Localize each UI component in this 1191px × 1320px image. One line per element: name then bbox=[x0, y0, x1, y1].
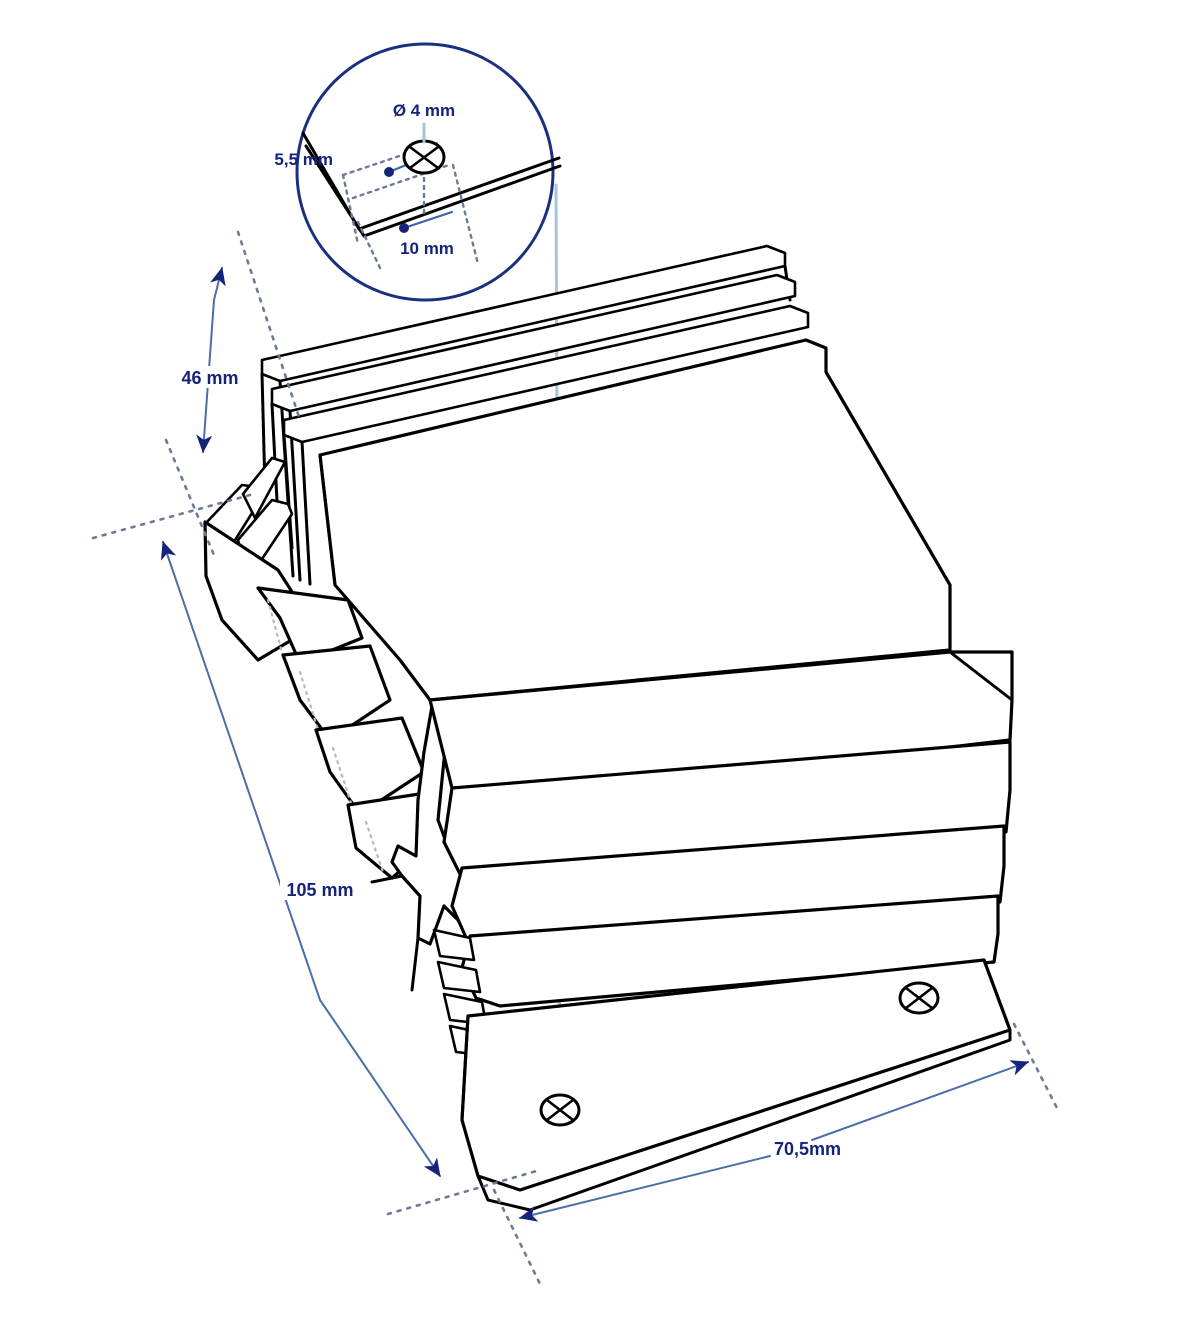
detail-label-diameter: Ø 4 mm bbox=[393, 101, 455, 120]
dim-label-46-backdrop bbox=[176, 366, 244, 388]
end-block-c-hidden bbox=[331, 746, 354, 808]
detail-ext-lower bbox=[351, 163, 451, 200]
end-block-b-hidden bbox=[298, 670, 320, 732]
lower-fin-1 bbox=[428, 650, 1014, 802]
dimension-width-70-5mm: 70,5mm bbox=[492, 1022, 1060, 1286]
left-end-block-group bbox=[203, 456, 434, 880]
mounting-hole-detail bbox=[402, 139, 446, 175]
lower-fin-sliver-2 bbox=[436, 960, 482, 994]
upper-fin-group bbox=[260, 244, 952, 702]
lower-fin-1-end-bevel bbox=[948, 650, 1014, 702]
dim-arrow-70-right bbox=[811, 1060, 1029, 1141]
dimension-label-height: 46 mm bbox=[181, 368, 238, 388]
detail-dim-10mm bbox=[402, 210, 454, 230]
ext-line-105-lower bbox=[386, 1168, 542, 1216]
end-block-c bbox=[314, 716, 426, 816]
mounting-hole-rear bbox=[898, 981, 940, 1015]
fin-plate-3-right-edge bbox=[300, 440, 312, 586]
notch-lower-spur bbox=[410, 936, 420, 992]
ext-line-70-right bbox=[1012, 1022, 1060, 1112]
ext-line-105-upper bbox=[91, 493, 252, 540]
heatsink-body bbox=[203, 244, 1014, 1212]
detail-dot-10mm bbox=[399, 223, 409, 233]
end-block-b bbox=[281, 644, 392, 742]
detail-plate-top-edge bbox=[357, 156, 561, 231]
detail-dot-5-5mm bbox=[384, 167, 394, 177]
ext-line-46-upper bbox=[236, 230, 302, 422]
mounting-hole-front bbox=[539, 1093, 581, 1127]
detail-label-end-offset: 10 mm bbox=[400, 239, 454, 258]
dimension-label-width: 70,5mm bbox=[774, 1139, 841, 1159]
dim-label-105-backdrop bbox=[280, 878, 360, 900]
dimension-height-46mm: 46 mm bbox=[164, 230, 302, 562]
end-block-a-hidden bbox=[266, 598, 286, 662]
detail-plate-second-edge bbox=[304, 144, 562, 238]
fin-plate-4-right-edge bbox=[824, 370, 952, 587]
base-plate-right-bevel bbox=[982, 958, 1012, 1032]
dimension-length-105mm: 105 mm bbox=[91, 493, 542, 1216]
detail-ext-right-vert bbox=[451, 163, 480, 266]
fin-plate-4-left-edge bbox=[318, 453, 337, 587]
end-block-a bbox=[203, 520, 302, 662]
ext-line-46-lower bbox=[164, 438, 218, 562]
hole-detail-callout: Ø 4 mm 5,5 mm 10 mm bbox=[274, 42, 562, 302]
dim-arrow-70-left bbox=[519, 1155, 771, 1222]
fin-plate-3-left-edge bbox=[282, 433, 294, 550]
dim-arrow-46-up bbox=[210, 267, 226, 301]
notch-left-spur bbox=[370, 874, 404, 884]
detail-ext-upper bbox=[341, 140, 443, 177]
base-plate-left-edge bbox=[460, 1014, 470, 1122]
detail-ext-bottom-left bbox=[356, 220, 384, 274]
dim-arrow-105-down bbox=[319, 999, 441, 1177]
end-tab-3 bbox=[241, 456, 287, 520]
lower-fin-sliver-1 bbox=[432, 928, 476, 962]
end-block-d-hidden bbox=[364, 820, 385, 874]
dimension-label-length: 105 mm bbox=[286, 880, 353, 900]
ext-line-70-left bbox=[492, 1188, 542, 1286]
detail-label-edge-offset: 5,5 mm bbox=[274, 150, 333, 169]
dim-arrow-105-up bbox=[160, 541, 321, 1001]
fin-plate-4-front-slab bbox=[318, 338, 952, 702]
detail-ext-left-vert bbox=[341, 173, 360, 246]
